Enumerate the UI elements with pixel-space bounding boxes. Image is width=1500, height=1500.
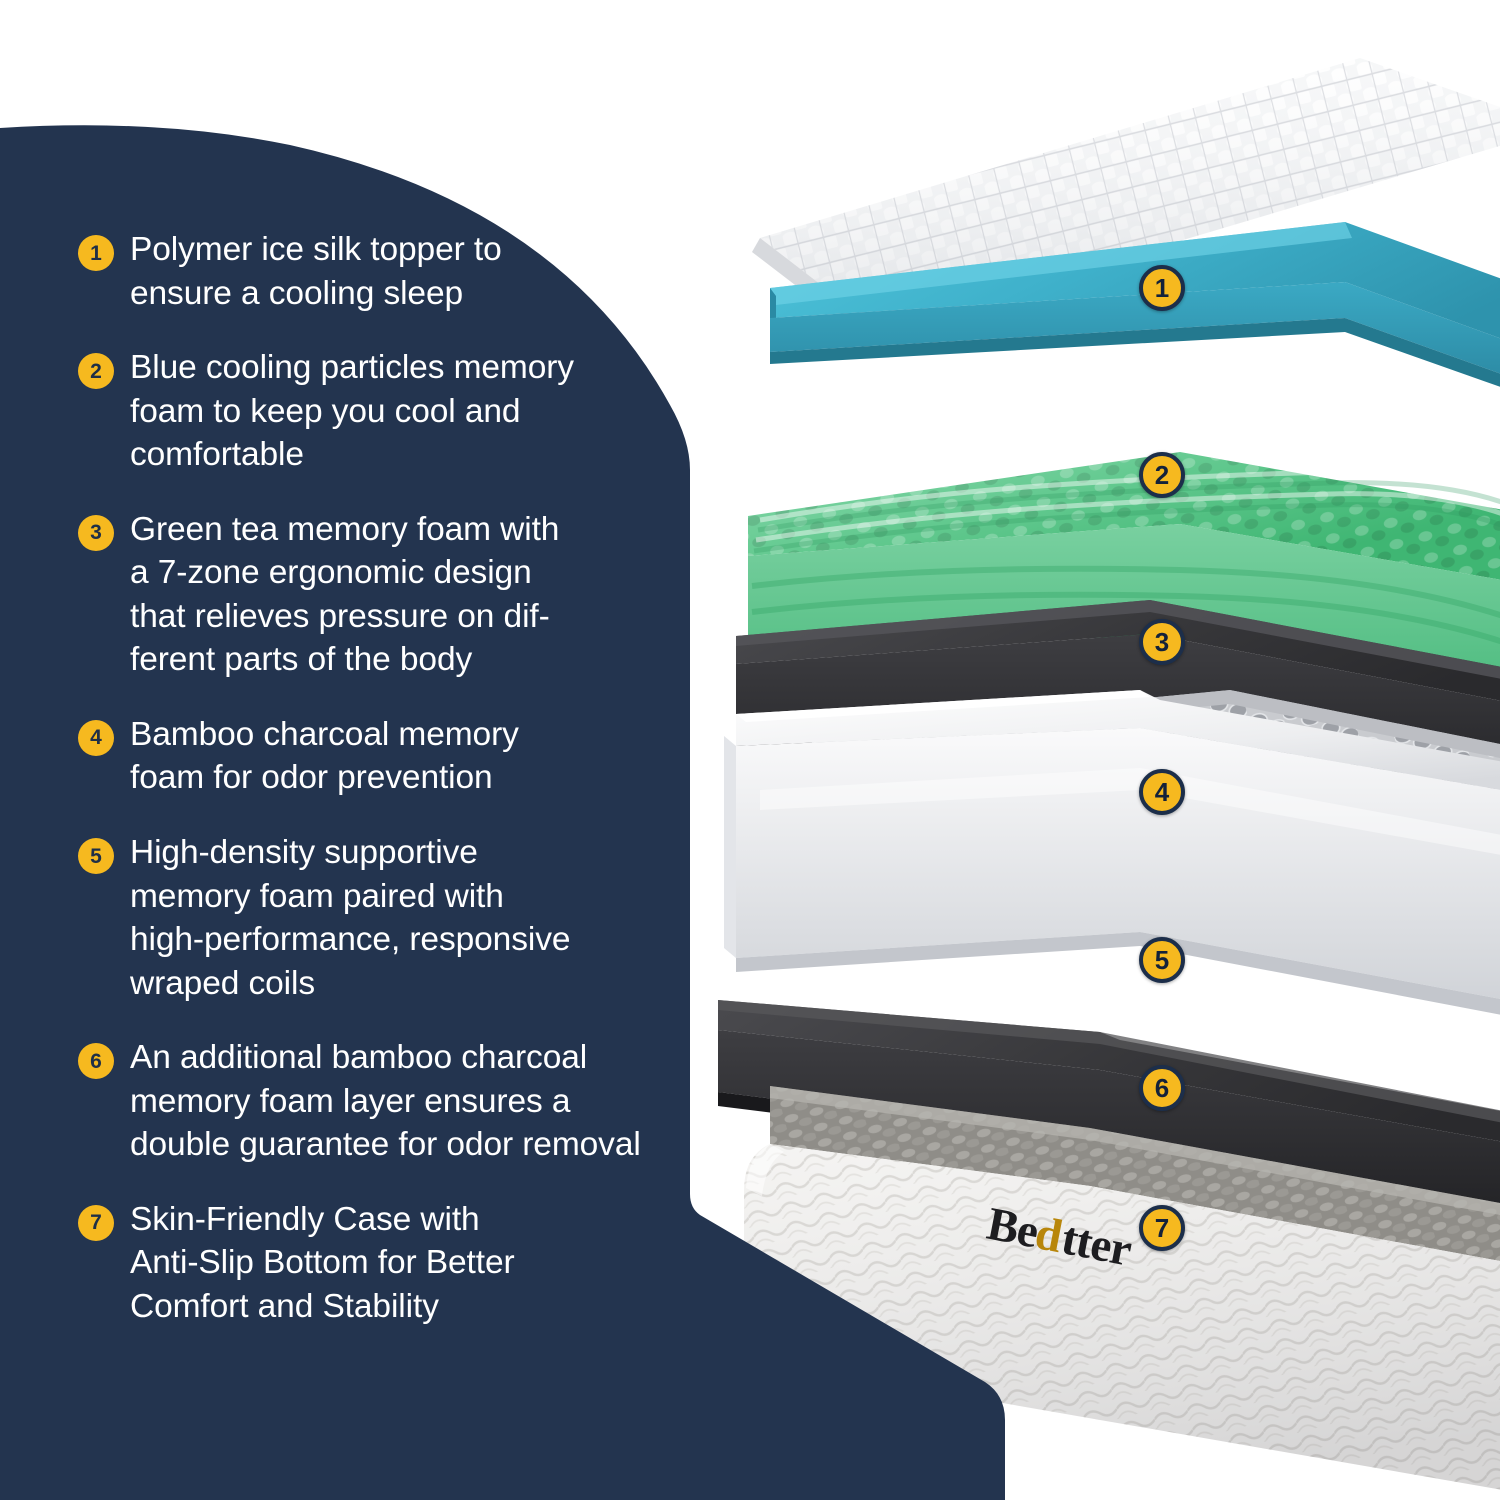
feature-text-5: High-density supportive memory foam pair… [130, 834, 571, 1002]
feature-item-2: 2 Blue cooling particles memory foam to … [78, 346, 768, 477]
layer-badge-6: 6 [1139, 1065, 1185, 1111]
feature-text-3: Green tea memory foam with a 7-zone ergo… [130, 510, 560, 679]
layer-badge-4: 4 [1139, 769, 1185, 815]
brand-logo: Be d tter [983, 1198, 1135, 1277]
layer-badge-1: 1 [1139, 265, 1185, 311]
svg-text:tter: tter [1058, 1212, 1136, 1276]
feature-badge-2: 2 [78, 353, 114, 390]
feature-text-7: Skin-Friendly Case with Anti-Slip Bottom… [130, 1200, 515, 1325]
feature-list: 1 Polymer ice silk topper to ensure a co… [78, 228, 768, 1328]
feature-text-6: An additional bamboo charcoal memory foa… [130, 1039, 641, 1164]
feature-text-1: Polymer ice silk topper to ensure a cool… [130, 231, 502, 312]
feature-item-7: 7 Skin-Friendly Case with Anti-Slip Bott… [78, 1198, 768, 1329]
feature-item-3: 3 Green tea memory foam with a 7-zone er… [78, 508, 768, 682]
feature-item-1: 1 Polymer ice silk topper to ensure a co… [78, 228, 768, 315]
layer-badge-3: 3 [1139, 619, 1185, 665]
feature-text-2: Blue cooling particles memory foam to ke… [130, 349, 574, 474]
feature-text-4: Bamboo charcoal memory foam for odor pre… [130, 715, 519, 797]
feature-badge-3: 3 [78, 514, 114, 551]
layer-badge-2: 2 [1139, 452, 1185, 498]
feature-item-5: 5 High-density supportive memory foam pa… [78, 831, 768, 1005]
feature-item-6: 6 An additional bamboo charcoal memory f… [78, 1036, 768, 1167]
layer-5-high-density-foam-with-coils [724, 690, 1500, 1015]
feature-badge-6: 6 [78, 1043, 114, 1080]
feature-badge-4: 4 [78, 719, 114, 756]
feature-badge-5: 5 [78, 838, 114, 875]
feature-badge-1: 1 [78, 235, 114, 271]
layer-badge-7: 7 [1139, 1205, 1185, 1251]
feature-item-4: 4 Bamboo charcoal memory foam for odor p… [78, 713, 768, 800]
feature-badge-7: 7 [78, 1204, 114, 1241]
layer-badge-5: 5 [1139, 937, 1185, 983]
